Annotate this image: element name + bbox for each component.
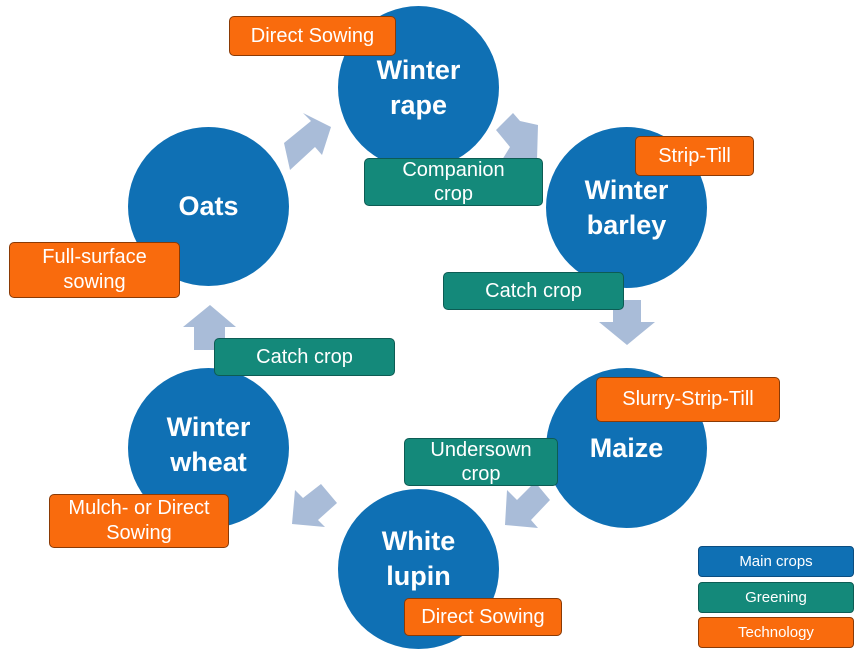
technology-direct-sowing-rape: Direct Sowing	[229, 16, 396, 56]
crop-winter-wheat-label: Winter wheat	[166, 412, 251, 477]
technology-full-surface-sowing: Full-surface sowing	[9, 242, 180, 298]
technology-mulch-or-direct-sowing: Mulch- or Direct Sowing	[49, 494, 229, 548]
crop-white-lupin-label: White lupin	[381, 526, 456, 591]
crop-oats-label: Oats	[178, 191, 239, 221]
crop-maize-label: Maize	[589, 432, 664, 463]
legend-greening: Greening	[698, 582, 854, 613]
legend-technology: Technology	[698, 617, 854, 648]
technology-strip-till: Strip-Till	[635, 136, 754, 176]
greening-undersown-crop: Undersown crop	[404, 438, 558, 486]
arrow-maize-to-lupin	[505, 482, 550, 528]
arrow-lupin-to-wheat	[292, 484, 337, 527]
crop-winter-barley-label: Winter barley	[584, 174, 669, 240]
crop-winter-rape: Winter rape	[338, 6, 499, 169]
legend-main-crops: Main crops	[698, 546, 854, 577]
technology-slurry-strip-till: Slurry-Strip-Till	[596, 377, 780, 422]
greening-catch-crop-barley-maize: Catch crop	[443, 272, 624, 310]
technology-direct-sowing-lupin: Direct Sowing	[404, 598, 562, 636]
crop-winter-rape-label: Winter rape	[376, 54, 461, 120]
greening-catch-crop-wheat-oats: Catch crop	[214, 338, 395, 376]
arrow-barley-to-maize	[599, 300, 655, 345]
greening-companion-crop: Companion crop	[364, 158, 543, 206]
arrow-rape-to-barley	[496, 113, 538, 160]
arrow-oats-to-rape	[284, 113, 331, 170]
